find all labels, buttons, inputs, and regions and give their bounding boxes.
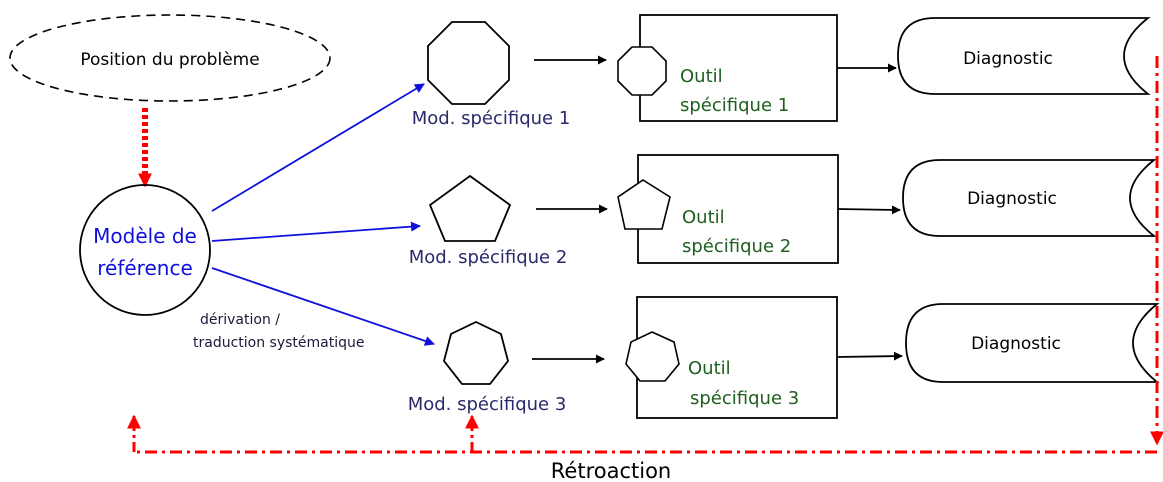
derivation-arrow-1	[211, 83, 425, 212]
tool-label-3-line1: Outil	[688, 358, 731, 379]
reference-model-line2: référence	[97, 256, 193, 280]
pentagon-shape	[428, 174, 512, 242]
model-label-2: Mod. spécifique 2	[409, 247, 568, 268]
diagnostic-label-2: Diagnostic	[967, 189, 1057, 209]
reference-model-line1: Modèle de	[93, 224, 197, 248]
heptagon-shape	[443, 321, 509, 385]
tool-label-2-line2: spécifique 2	[682, 236, 791, 257]
specific-tool-1: Outil spécifique 1	[617, 14, 838, 122]
diagnostic-label-1: Diagnostic	[963, 49, 1053, 69]
pentagon-shape	[617, 179, 671, 230]
derivation-label-line1: dérivation /	[200, 312, 280, 328]
problem-label: Position du problème	[80, 50, 259, 70]
tool-to-diagnostic-arrow-2	[837, 205, 901, 215]
display-shape	[897, 17, 1151, 95]
derivation-arrow-3	[211, 267, 435, 346]
tool-label-1-line1: Outil	[680, 66, 723, 87]
feedback-loop	[127, 56, 1163, 454]
tool-label-1-line2: spécifique 1	[680, 95, 789, 116]
specific-model-3: Mod. spécifique 3	[408, 321, 567, 415]
model-label-3: Mod. spécifique 3	[408, 394, 567, 415]
octagon-shape	[617, 46, 667, 96]
diagnostic-label-3: Diagnostic	[971, 334, 1061, 354]
octagon-shape	[427, 21, 510, 105]
tool-label-2-line1: Outil	[682, 207, 725, 228]
tool-label-3-line2: spécifique 3	[690, 388, 799, 409]
reference-model-node: Modèle de référence	[79, 184, 211, 316]
display-shape	[902, 159, 1157, 237]
tool-to-diagnostic-arrow-3	[836, 351, 903, 361]
feedback-label: Rétroaction	[551, 459, 671, 482]
model-label-1: Mod. spécifique 1	[412, 108, 571, 129]
derivation-label-line2: traduction systématique	[193, 335, 365, 351]
heptagon-shape	[625, 331, 680, 382]
diagnostic-1: Diagnostic	[897, 17, 1151, 95]
specific-tool-2: Outil spécifique 2	[617, 154, 839, 264]
specific-model-2: Mod. spécifique 2	[409, 174, 568, 268]
derivation-arrow-2	[211, 221, 421, 242]
diagnostic-3: Diagnostic	[905, 303, 1160, 383]
specific-tool-3: Outil spécifique 3	[625, 296, 838, 419]
problem-node: Position du problème	[9, 14, 331, 102]
display-shape	[905, 303, 1160, 383]
specific-model-1: Mod. spécifique 1	[412, 21, 571, 129]
diagnostic-2: Diagnostic	[902, 159, 1157, 237]
